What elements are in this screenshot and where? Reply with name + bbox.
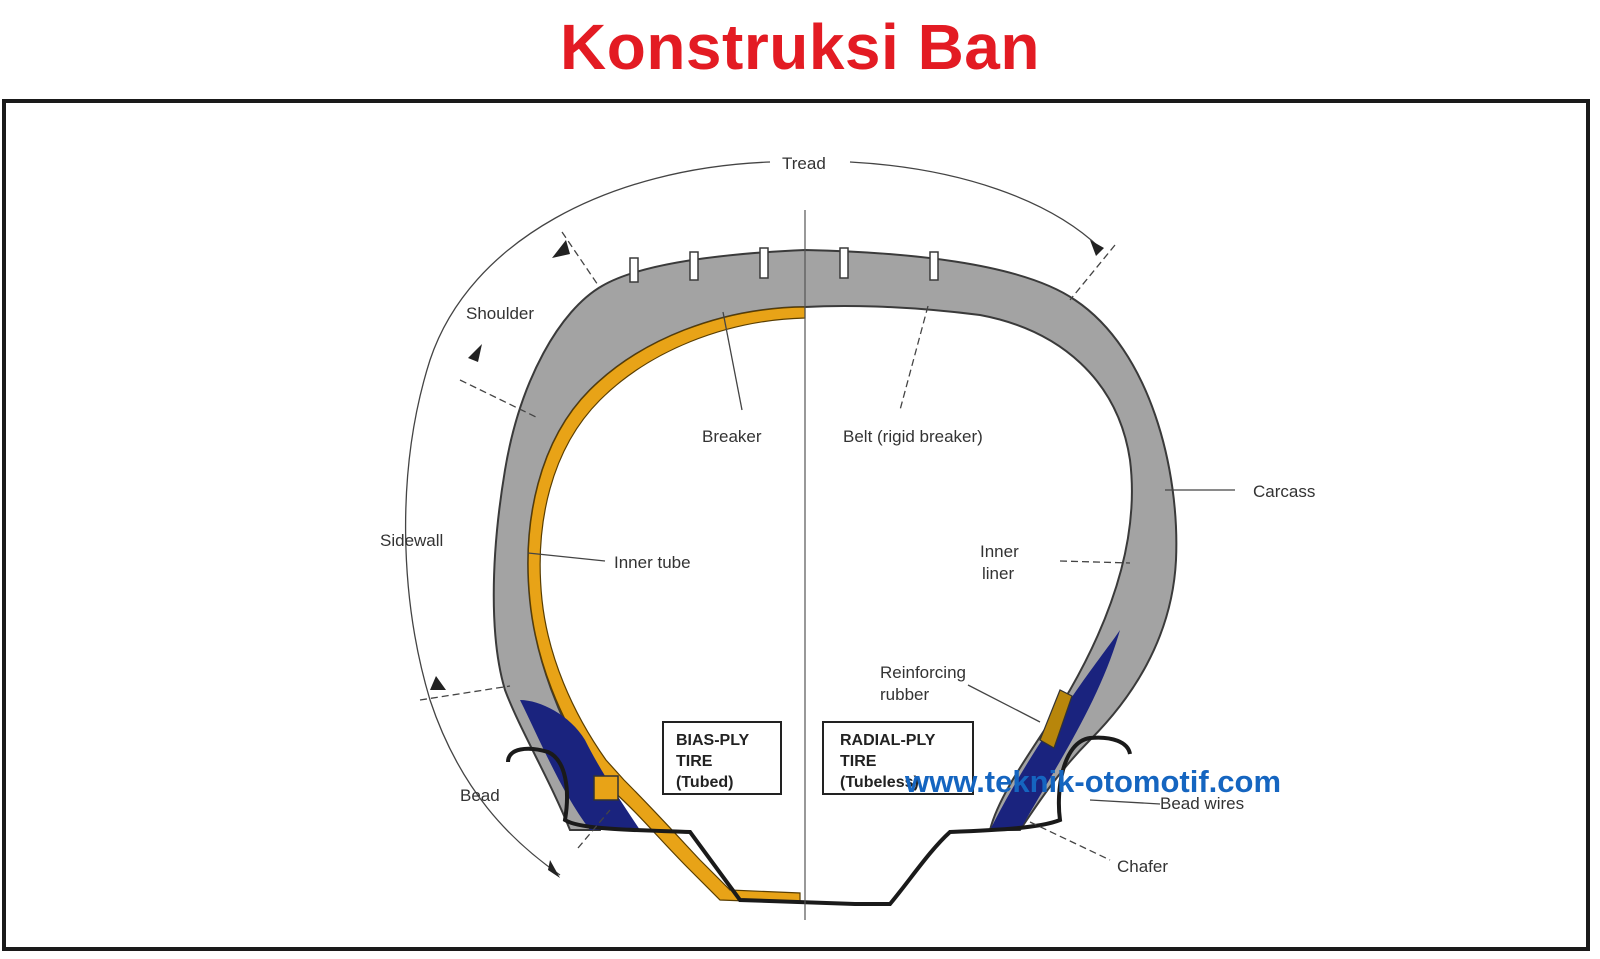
label-inner-liner-1: Inner: [980, 542, 1019, 561]
outer-arc-left: [404, 161, 771, 876]
watermark: www.teknik-otomotif.com: [904, 764, 1281, 799]
label-carcass: Carcass: [1253, 482, 1315, 501]
label-reinforcing-1: Reinforcing: [880, 663, 966, 682]
diagram-frame: [2, 99, 1590, 951]
radial-box-line1: RADIAL-PLY: [840, 732, 936, 749]
arc-arrowheads: [430, 240, 1104, 878]
label-bead-wires: Bead wires: [1160, 794, 1244, 813]
radial-box-line2: TIRE: [840, 753, 877, 770]
bias-box-line3: (Tubed): [676, 774, 733, 791]
wheel-rim: [506, 735, 1132, 906]
leader-lines: [527, 305, 1235, 861]
label-reinforcing-2: rubber: [880, 685, 929, 704]
label-breaker: Breaker: [702, 427, 762, 446]
label-bead: Bead: [460, 786, 500, 805]
bead-core-left: [593, 775, 619, 801]
radial-ply-box: [822, 721, 974, 795]
reinforcing-rubber-core: [1039, 689, 1073, 749]
bias-box-line2: TIRE: [676, 753, 713, 770]
label-inner-tube: Inner tube: [614, 553, 691, 572]
label-belt: Belt (rigid breaker): [843, 427, 983, 446]
label-chafer: Chafer: [1117, 857, 1168, 876]
section-ticks: [419, 231, 1116, 849]
bias-ply-box: [662, 721, 782, 795]
tread-grooves: [629, 247, 939, 283]
outer-arc-right: [849, 161, 1101, 249]
bias-box-line1: BIAS-PLY: [676, 732, 750, 749]
radial-box-line3: (Tubeless): [840, 774, 919, 791]
page-title: Konstruksi Ban: [560, 11, 1040, 83]
label-inner-liner-2: liner: [982, 564, 1014, 583]
label-sidewall: Sidewall: [380, 531, 443, 550]
inner-tube: [527, 306, 806, 904]
label-shoulder: Shoulder: [466, 304, 534, 323]
label-tread: Tread: [782, 154, 826, 173]
